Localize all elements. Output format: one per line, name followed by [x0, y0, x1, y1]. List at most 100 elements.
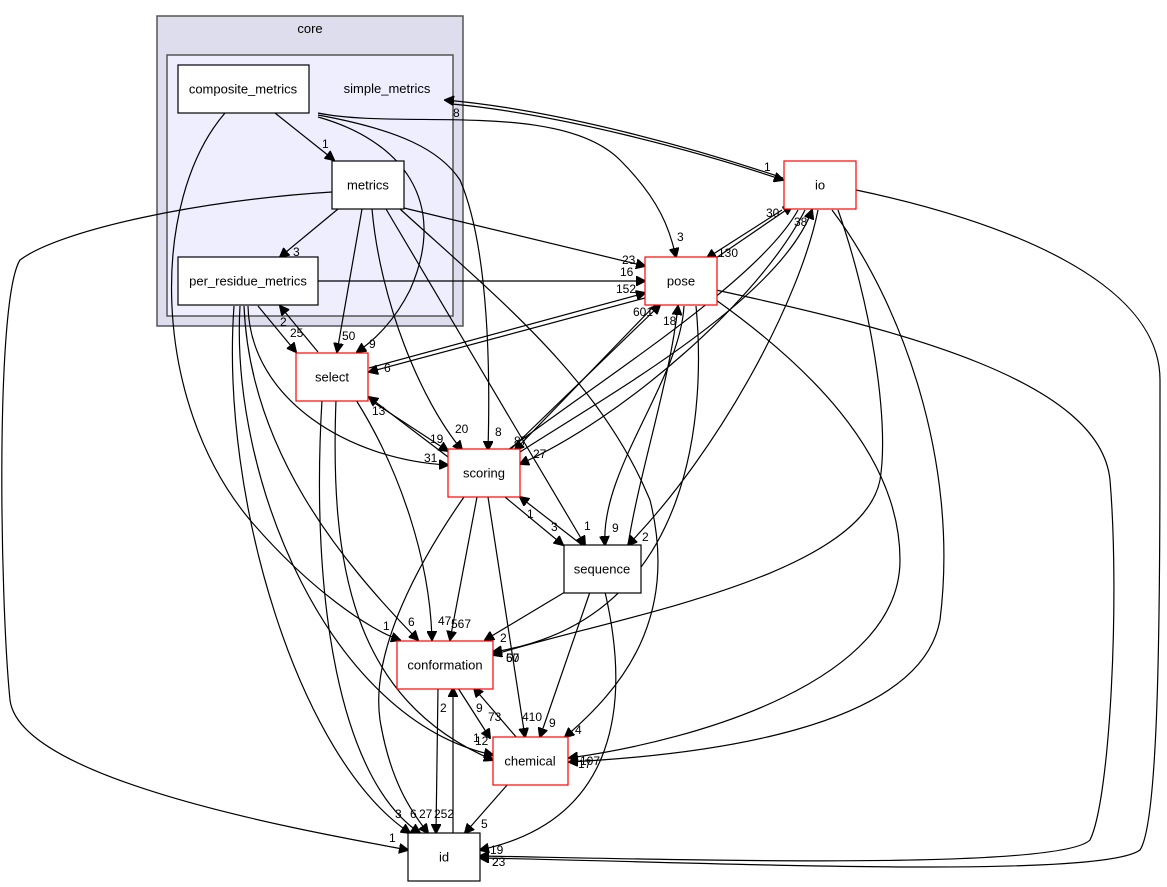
- edge-per-residue-metrics-id: [231, 305, 410, 833]
- edge-label: 50: [342, 329, 356, 343]
- node-box: [177, 256, 319, 306]
- edge-scoring-id: [378, 496, 465, 833]
- edge-select-pose: [368, 293, 645, 369]
- node-label: scoring: [463, 466, 505, 481]
- edge-conformation-id: [436, 687, 438, 833]
- node-box: [396, 640, 494, 690]
- edge-label: 1: [322, 137, 329, 151]
- node-label: metrics: [347, 178, 389, 193]
- edge-io-chemical: [569, 209, 945, 762]
- node-conformation[interactable]: conformation: [396, 640, 494, 690]
- edge-per-residue-metrics-select: [257, 305, 296, 352]
- edge-label: 601: [633, 305, 653, 319]
- node-pose[interactable]: pose: [644, 256, 718, 306]
- edge-label: 3: [677, 230, 684, 244]
- node-box: [407, 832, 481, 882]
- node-box: [447, 448, 521, 498]
- edge-metrics-sequence: [385, 208, 585, 545]
- edge-pose-chemical: [569, 299, 901, 758]
- node-box: [563, 544, 642, 594]
- edge-label: 19: [430, 432, 444, 446]
- edge-label: 107: [580, 754, 600, 768]
- edge-label: 6: [408, 615, 415, 629]
- edge-select-conformation: [355, 399, 432, 640]
- edge-simple-metrics-io: [451, 103, 783, 180]
- edge-label: 30: [766, 206, 780, 220]
- node-label: chemical: [504, 754, 555, 769]
- edge-label: 38: [794, 215, 808, 229]
- edge-sequence-conformation: [485, 591, 566, 640]
- node-sequence[interactable]: sequence: [563, 544, 642, 594]
- edge-metrics-pose: [403, 207, 645, 266]
- edge-label: 27: [533, 447, 547, 461]
- edge-sequence-scoring: [520, 497, 583, 546]
- edge-label: 9: [476, 701, 483, 715]
- node-label: io: [815, 178, 825, 193]
- edge-label: 87: [514, 434, 528, 448]
- edge-label: 2: [492, 855, 499, 869]
- edge-select-id: [318, 399, 420, 833]
- edge-label: 27: [419, 807, 433, 821]
- edge-label: 3: [293, 245, 300, 259]
- edge-label: 2: [440, 701, 447, 715]
- node-box: [644, 256, 718, 306]
- edge-label: 3: [395, 807, 402, 821]
- edge-io-simple-metrics: [445, 100, 784, 179]
- edge-metrics-per-residue-metrics: [280, 208, 339, 257]
- edge-label: 31: [424, 451, 438, 465]
- edge-select-scoring: [369, 399, 448, 451]
- edge-io-pose: [707, 209, 783, 258]
- node-metrics[interactable]: metrics: [331, 160, 405, 210]
- edge-label: 2: [280, 315, 287, 329]
- node-chemical[interactable]: chemical: [492, 736, 569, 786]
- edge-select-chemical: [334, 399, 493, 760]
- edge-label: 252: [434, 807, 454, 821]
- node-id[interactable]: id: [407, 832, 481, 882]
- edge-scoring-chemical: [487, 496, 525, 737]
- edge-label: 1: [584, 519, 591, 533]
- edge-label: 12: [475, 734, 489, 748]
- edge-composite-metrics-metrics: [274, 112, 334, 160]
- edge-pose-scoring: [515, 304, 656, 450]
- edge-label: 23: [622, 253, 636, 267]
- edge-label: 9: [369, 337, 376, 351]
- edge-metrics-select: [337, 208, 363, 352]
- node-scoring[interactable]: scoring: [447, 448, 521, 498]
- edge-io-id: [480, 189, 1161, 868]
- edge-label: 9: [612, 521, 619, 535]
- edge-label: 8: [453, 106, 460, 120]
- node-label: id: [439, 850, 449, 865]
- edge-label: 4: [575, 723, 582, 737]
- edge-sequence-id: [480, 591, 617, 850]
- node-io[interactable]: io: [783, 160, 857, 210]
- edge-per-residue-metrics-scoring: [247, 305, 448, 465]
- edge-pose-id: [480, 289, 1115, 862]
- edge-metrics-id: [1, 191, 408, 850]
- edge-label: 1: [389, 831, 396, 845]
- edge-label: 73: [488, 710, 502, 724]
- edge-label: 47: [438, 614, 452, 628]
- edge-scoring-sequence: [504, 496, 563, 545]
- edge-label: 130: [718, 246, 738, 260]
- node-composite-metrics[interactable]: composite_metrics: [177, 64, 310, 114]
- node-label: sequence: [574, 562, 630, 577]
- edge-scoring-select: [369, 397, 453, 461]
- edge-sequence-chemical: [540, 591, 591, 737]
- edge-conformation-chemical: [457, 687, 490, 738]
- edge-label: 152: [616, 282, 636, 296]
- edge-labels: 8 1 1 3 3 23 16 152 601 18 30 130 38 25 …: [280, 106, 808, 869]
- edge-composite-metrics-conformation: [170, 112, 400, 640]
- edge-label: 1: [764, 160, 771, 174]
- edge-label: 57: [506, 651, 520, 665]
- node-box: [492, 736, 569, 786]
- edge-label: 17: [578, 757, 592, 771]
- node-box: [177, 64, 310, 114]
- edge-label: 3: [551, 520, 558, 534]
- node-per-residue-metrics[interactable]: per_residue_metrics: [177, 256, 319, 306]
- edge-label: 410: [522, 710, 542, 724]
- node-select[interactable]: select: [295, 352, 369, 402]
- node-label: composite_metrics: [189, 82, 298, 97]
- edge-label: 16: [620, 265, 634, 279]
- edge-io-conformation: [493, 209, 884, 655]
